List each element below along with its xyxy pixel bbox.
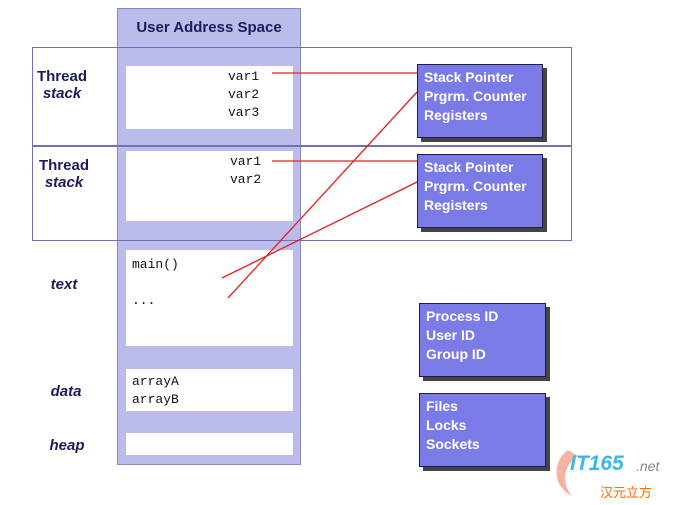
heap-label: heap	[49, 437, 85, 454]
data-arrayA: arrayA	[132, 374, 179, 389]
watermark-cn: 汉元立方	[600, 485, 653, 500]
heap-segment	[126, 433, 293, 455]
text-label: text	[50, 276, 78, 293]
watermark-logo: IT165 .net 汉元立方	[548, 446, 673, 501]
watermark-swoosh-icon	[556, 450, 578, 496]
watermark-brand: IT165	[570, 452, 624, 475]
files: Files	[426, 398, 458, 414]
user-id: User ID	[426, 327, 476, 343]
thread-2-label: Thread stack	[38, 157, 89, 191]
thread-1-var3: var3	[228, 105, 260, 120]
sockets: Sockets	[426, 436, 480, 452]
process-id: Process ID	[426, 308, 499, 324]
thread-2-program-counter: Prgrm. Counter	[424, 178, 527, 194]
thread-2-registers: Stack Pointer Prgrm. Counter Registers	[417, 154, 543, 228]
thread-2-registers-label: Registers	[424, 197, 488, 213]
locks: Locks	[426, 417, 467, 433]
thread-1-label: Thread stack	[36, 68, 87, 102]
thread-2-var1: var1	[230, 154, 262, 169]
thread-1-stack: var1 var2 var3	[126, 66, 293, 129]
group-id: Group ID	[426, 346, 486, 362]
thread-2-stack: var1 var2	[126, 151, 293, 221]
thread-1-registers-label: Registers	[424, 107, 488, 123]
thread-1-registers: Stack Pointer Prgrm. Counter Registers	[417, 64, 543, 138]
thread-1-var1: var1	[228, 69, 260, 84]
data-arrayB: arrayB	[132, 392, 179, 407]
address-space-title: User Address Space	[136, 19, 282, 36]
text-main: main()	[132, 257, 179, 272]
data-label: data	[50, 383, 82, 400]
watermark-suffix: .net	[636, 458, 660, 474]
thread-1-var2: var2	[228, 87, 260, 102]
thread-2-var2: var2	[230, 172, 262, 187]
data-segment: arrayA arrayB	[126, 369, 293, 411]
text-ellipsis: ...	[132, 293, 156, 308]
thread-1-program-counter: Prgrm. Counter	[424, 88, 527, 104]
thread-2-stack-pointer: Stack Pointer	[424, 159, 514, 175]
text-segment: main() ...	[126, 250, 293, 346]
process-info-box: Process ID User ID Group ID	[419, 303, 546, 377]
thread-1-stack-pointer: Stack Pointer	[424, 69, 514, 85]
resources-box: Files Locks Sockets	[419, 393, 546, 467]
